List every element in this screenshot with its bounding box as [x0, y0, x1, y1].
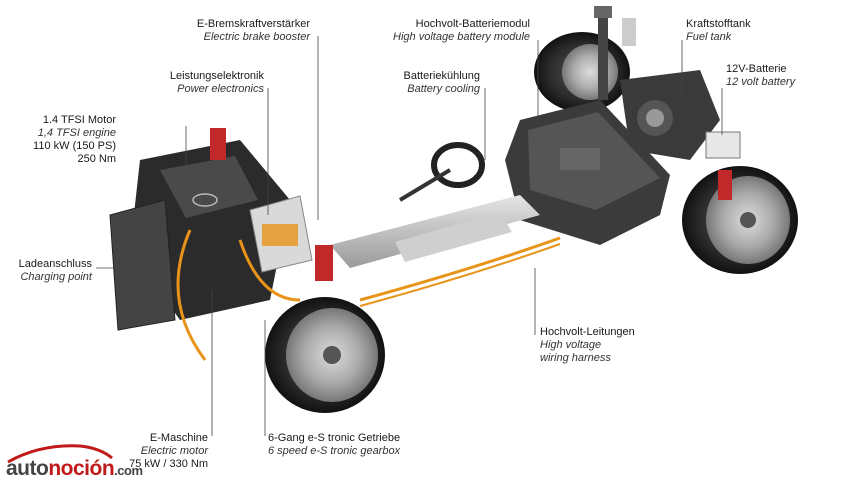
label-12v-battery-de: 12V-Batterie: [726, 63, 787, 75]
12v-battery: [705, 131, 741, 159]
front-spring-right: [210, 128, 226, 160]
front-orange-cables: [176, 229, 301, 361]
front-left-wheel: [265, 297, 385, 413]
autonocion-logo: autonoción.com: [6, 457, 143, 481]
label-battery-module-de: Hochvolt-Batteriemodul: [415, 18, 530, 30]
filler-pipe: [594, 6, 636, 100]
leader-lines: [96, 36, 723, 436]
label-hv-cables-en2: wiring harness: [540, 352, 611, 364]
power-electronics-unit: [249, 195, 313, 273]
label-charging-point-en: Charging point: [20, 271, 92, 283]
label-12v-battery-en: 12 volt battery: [726, 76, 796, 88]
label-hv-cables: Hochvolt-Leitungen High voltage wiring h…: [540, 326, 635, 365]
radiator: [109, 199, 176, 331]
label-charging-point: Ladeanschluss Charging point: [6, 258, 92, 284]
steering-wheel: [398, 142, 485, 202]
label-12v-battery: 12V-Batterie 12 volt battery: [726, 63, 795, 89]
high-voltage-battery-module: [505, 100, 670, 245]
label-engine-power: 110 kW (150 PS): [33, 140, 116, 152]
logo-part-com: .com: [114, 463, 143, 478]
label-power-electronics-de: Leistungselektronik: [169, 70, 264, 82]
label-power-electronics: Leistungselektronik Power electronics: [130, 70, 264, 96]
label-hv-cables-de: Hochvolt-Leitungen: [540, 326, 635, 338]
label-hv-cables-en1: High voltage: [540, 339, 602, 351]
label-brake-booster: E-Bremskraftverstärker Electric brake bo…: [160, 18, 310, 44]
label-brake-booster-de: E-Bremskraftverstärker: [196, 18, 310, 30]
label-engine-de: 1.4 TFSI Motor: [42, 114, 116, 126]
rear-right-wheel: [534, 32, 630, 112]
label-e-machine-de: E-Maschine: [149, 432, 208, 444]
rear-spring: [718, 170, 732, 200]
label-e-machine: E-Maschine Electric motor 75 kW / 330 Nm: [110, 432, 208, 471]
label-fuel-tank-de: Kraftstofftank: [686, 18, 751, 30]
label-engine-torque: 250 Nm: [77, 153, 116, 165]
label-battery-module: Hochvolt-Batteriemodul High voltage batt…: [370, 18, 530, 44]
label-charging-point-de: Ladeanschluss: [18, 258, 92, 270]
label-e-machine-spec: 75 kW / 330 Nm: [129, 458, 208, 470]
label-e-machine-en: Electric motor: [140, 445, 208, 457]
label-gearbox-en: 6 speed e-S tronic gearbox: [268, 445, 401, 457]
label-gearbox: 6-Gang e-S tronic Getriebe 6 speed e-S t…: [268, 432, 400, 458]
label-fuel-tank: Kraftstofftank Fuel tank: [686, 18, 751, 44]
logo-part-auto: auto: [6, 457, 49, 480]
rear-left-wheel: [682, 166, 798, 274]
label-fuel-tank-en: Fuel tank: [686, 31, 732, 43]
logo-car-swoosh-icon: [7, 444, 113, 464]
label-battery-cooling: Batteriekühlung Battery cooling: [380, 70, 480, 96]
label-power-electronics-en: Power electronics: [177, 83, 264, 95]
logo-part-nocion: noción: [48, 457, 115, 480]
label-battery-cooling-de: Batteriekühlung: [403, 70, 480, 82]
exhaust-tunnel: [330, 195, 540, 268]
high-voltage-cables: [359, 236, 561, 307]
label-engine: 1.4 TFSI Motor 1,4 TFSI engine 110 kW (1…: [20, 114, 116, 166]
label-battery-module-en: High voltage battery module: [393, 31, 530, 43]
label-gearbox-de: 6-Gang e-S tronic Getriebe: [268, 432, 401, 444]
label-battery-cooling-en: Battery cooling: [407, 83, 480, 95]
fuel-tank: [620, 70, 720, 160]
front-spring-left: [315, 245, 333, 281]
label-engine-en: 1,4 TFSI engine: [37, 127, 116, 139]
label-brake-booster-en: Electric brake booster: [203, 31, 310, 43]
